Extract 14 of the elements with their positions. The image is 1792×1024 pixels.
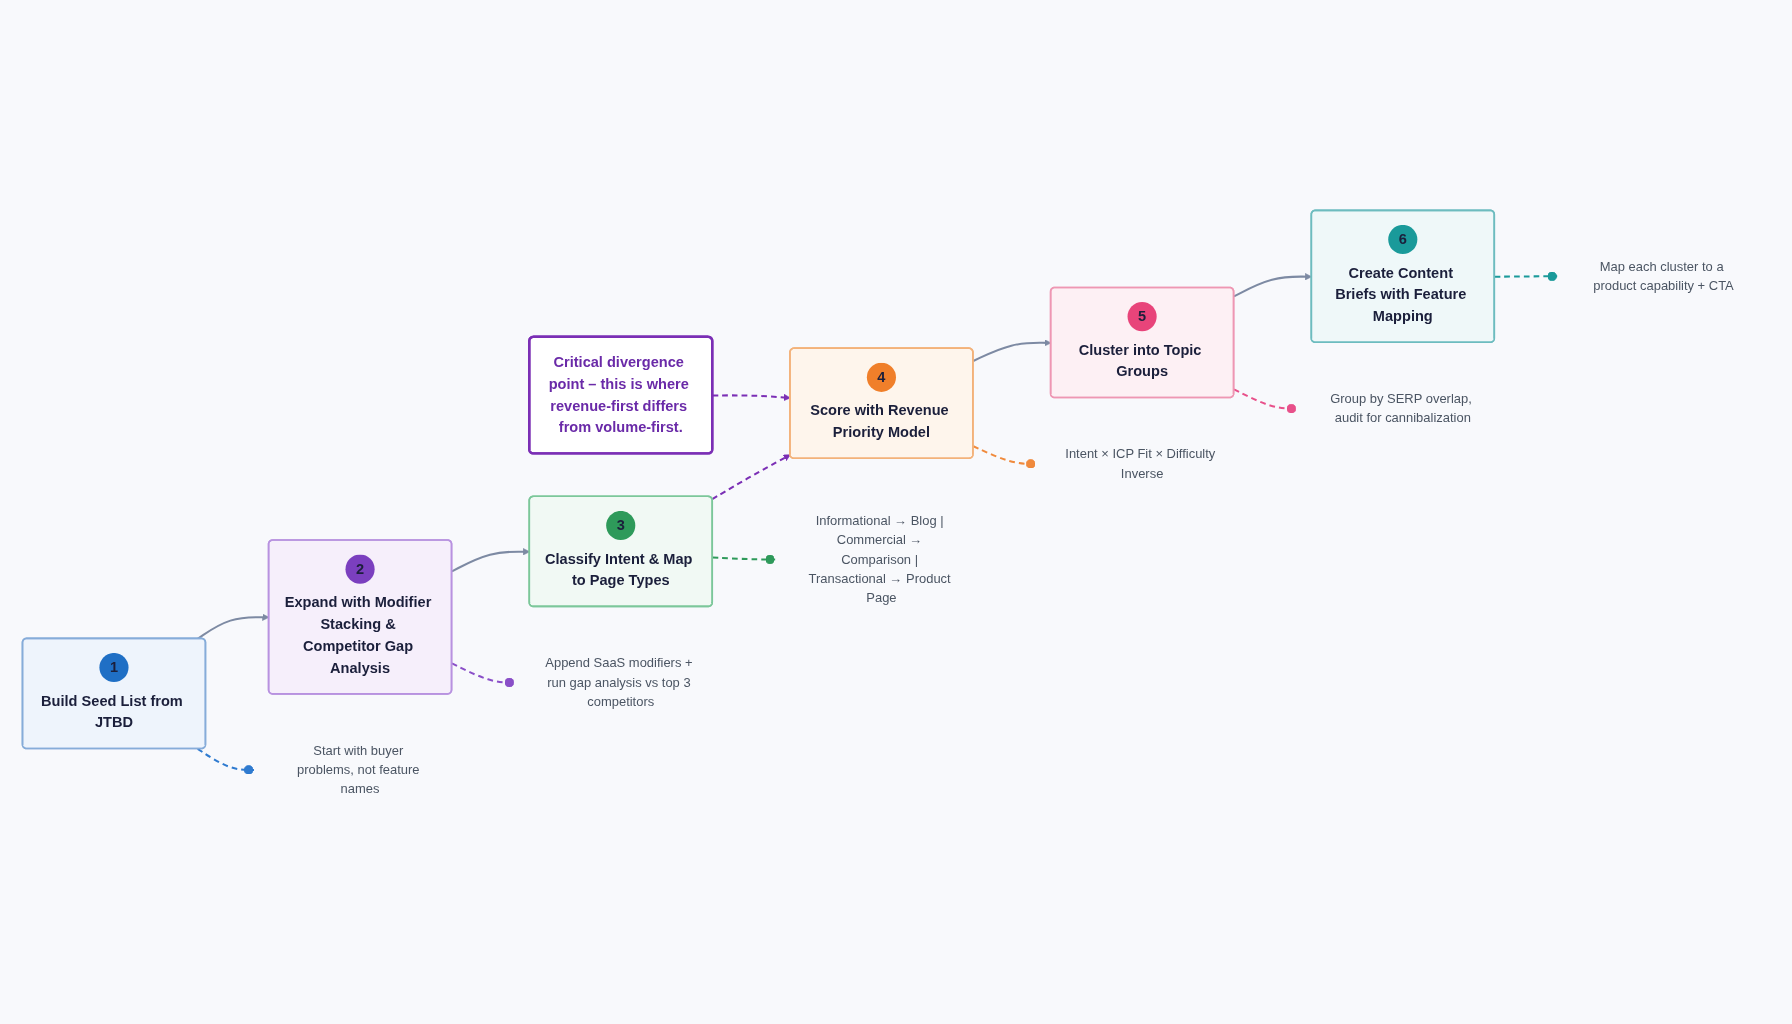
connector: [451, 662, 515, 688]
node-text: Group by SERP overlap, audit for cannibalization: [1330, 391, 1472, 425]
node-text: Append SaaS modifiers + run gap analysis vs top 3 competitors: [545, 655, 693, 709]
node-text: Informational → Blog | Commercial → Comparison | Transactional → Product Page: [808, 513, 951, 605]
connector: [972, 445, 1037, 469]
node-text: Start with buyer problems, not feature names: [297, 743, 420, 796]
node-text: Map each cluster to a product capability + CTA: [1593, 259, 1734, 293]
arrow: [451, 548, 530, 573]
connector: [1494, 271, 1558, 282]
arrow: [711, 454, 791, 500]
node-text: Intent × ICP Fit × Difficulty Inverse: [1065, 446, 1216, 481]
connector: [1233, 388, 1297, 414]
connector: [712, 554, 776, 565]
connector: [197, 748, 254, 775]
